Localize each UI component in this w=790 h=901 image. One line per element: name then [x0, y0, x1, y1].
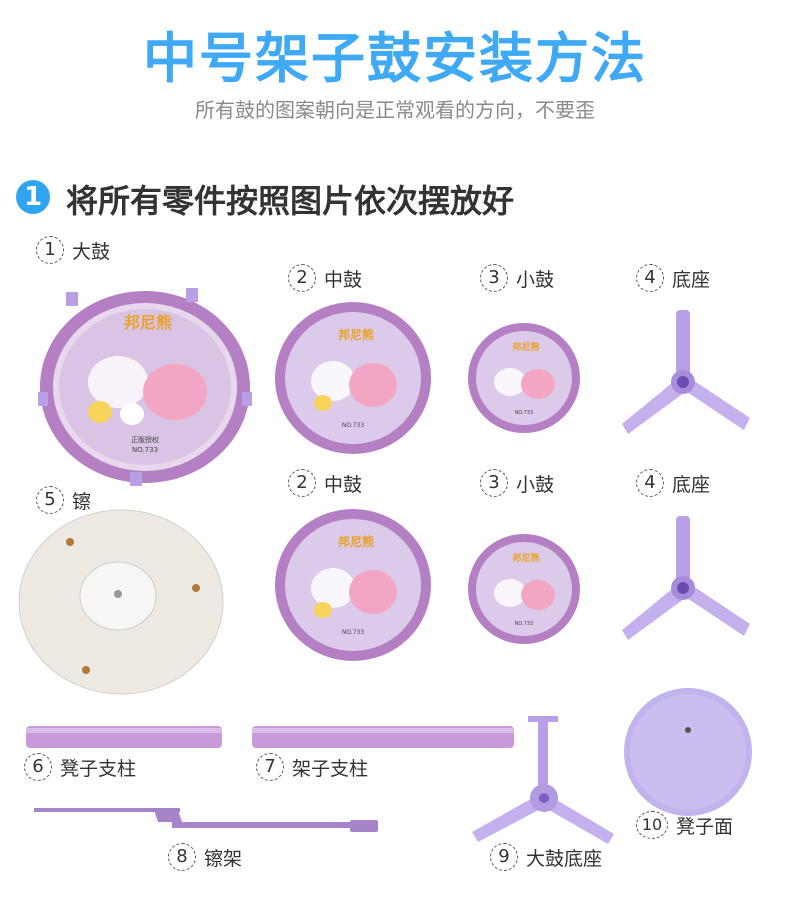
- drum-logo: 邦尼熊: [338, 534, 374, 549]
- part-number: 2: [288, 264, 316, 292]
- part-name: 镲: [72, 490, 92, 513]
- drum-logo: 邦尼熊: [124, 313, 172, 332]
- part-name: 凳子支柱: [60, 757, 137, 780]
- part-name: 架子支柱: [292, 757, 369, 780]
- part-name: 凳子面: [676, 815, 734, 838]
- cymbal-stand-image: [34, 808, 378, 832]
- part-number: 6: [24, 753, 52, 781]
- part-label-big-drum-base: 9 大鼓底座: [490, 843, 602, 871]
- part-label-small-drum: 3 小鼓: [480, 264, 554, 292]
- part-label-stool-pole: 6 凳子支柱: [24, 753, 136, 781]
- page-subtitle: 所有鼓的图案朝向是正常观看的方向，不要歪: [195, 98, 595, 122]
- part-label-cymbal-stand: 8 镲架: [168, 843, 242, 871]
- part-label-mid-drum-2: 2 中鼓: [288, 469, 362, 497]
- part-label-stool-seat: 10 凳子面: [636, 811, 733, 839]
- drum-model: NO.733: [132, 446, 158, 454]
- big-drum-image: 邦尼熊 正版授权 NO.733: [38, 288, 252, 486]
- part-number: 7: [256, 753, 284, 781]
- part-name: 底座: [672, 268, 711, 291]
- part-name: 大鼓: [72, 240, 111, 263]
- cymbal-image: [18, 509, 224, 695]
- part-number: 5: [36, 486, 64, 514]
- drum-sublabel: 正版授权: [131, 435, 159, 444]
- part-number: 2: [288, 469, 316, 497]
- part-name: 小鼓: [516, 473, 555, 496]
- part-number: 4: [636, 469, 664, 497]
- part-label-base-2: 4 底座: [636, 469, 710, 497]
- part-number: 1: [36, 236, 64, 264]
- drum-logo: 邦尼熊: [512, 341, 539, 353]
- drum-model: NO.733: [342, 629, 365, 636]
- stool-pole-image: [26, 726, 222, 748]
- small-drum-image: 邦尼熊 NO.733: [468, 323, 580, 433]
- part-label-mid-drum: 2 中鼓: [288, 264, 362, 292]
- part-name: 中鼓: [324, 473, 363, 496]
- drum-logo: 邦尼熊: [512, 552, 539, 564]
- mid-drum-image-2: 邦尼熊 NO.733: [275, 509, 431, 661]
- part-name: 大鼓底座: [526, 847, 603, 870]
- drum-logo: 邦尼熊: [338, 327, 374, 342]
- part-number: 10: [636, 811, 668, 839]
- small-drum-image-2: 邦尼熊 NO.733: [468, 534, 580, 644]
- step-number-badge: 1: [16, 180, 50, 214]
- part-label-rack-pole: 7 架子支柱: [256, 753, 368, 781]
- drum-model: NO.733: [515, 621, 534, 627]
- part-name: 底座: [672, 473, 711, 496]
- drum-model: NO.733: [342, 422, 365, 429]
- part-label-base: 4 底座: [636, 264, 710, 292]
- part-number: 8: [168, 843, 196, 871]
- part-name: 镲架: [204, 847, 243, 870]
- part-number: 3: [480, 469, 508, 497]
- part-name: 中鼓: [324, 268, 363, 291]
- tripod-base-image: [622, 310, 750, 434]
- rack-pole-image: [252, 726, 514, 748]
- tripod-base-image-2: [622, 516, 750, 640]
- part-number: 3: [480, 264, 508, 292]
- part-label-big-drum: 1 大鼓: [36, 236, 110, 264]
- mid-drum-image: 邦尼熊 NO.733: [275, 302, 431, 454]
- stool-seat-image: [624, 688, 752, 816]
- part-label-small-drum-2: 3 小鼓: [480, 469, 554, 497]
- part-number: 4: [636, 264, 664, 292]
- step-instruction: 将所有零件按照图片依次摆放好: [66, 182, 515, 220]
- page-title: 中号架子鼓安装方法: [143, 27, 647, 90]
- big-drum-base-image: [472, 716, 614, 844]
- drum-model: NO.733: [515, 410, 534, 416]
- part-name: 小鼓: [516, 268, 555, 291]
- part-number: 9: [490, 843, 518, 871]
